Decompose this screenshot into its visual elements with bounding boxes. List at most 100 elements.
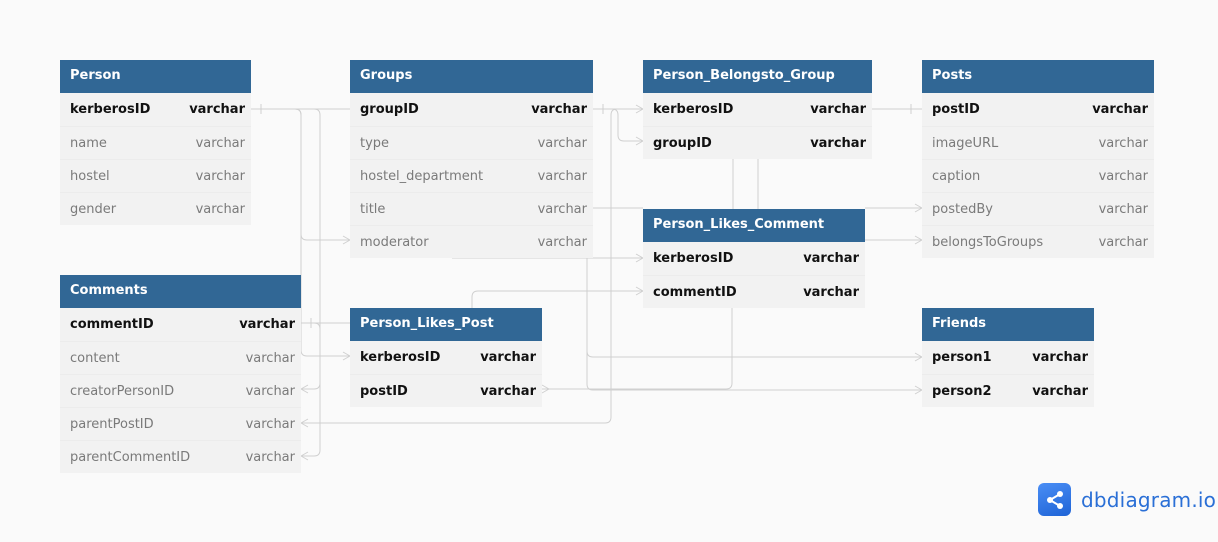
field-name: content xyxy=(70,350,120,366)
field-name: parentCommentID xyxy=(70,449,191,465)
table-field[interactable]: creatorPersonID varchar xyxy=(60,374,301,407)
table-field[interactable]: gender varchar xyxy=(60,192,251,225)
table-field[interactable]: type varchar xyxy=(350,126,593,159)
field-name: belongsToGroups xyxy=(932,234,1044,250)
field-type: varchar xyxy=(189,102,245,117)
field-name: postID xyxy=(360,383,408,399)
table-field[interactable]: kerberosID varchar xyxy=(350,341,542,374)
field-name: gender xyxy=(70,201,117,217)
field-type: varchar xyxy=(537,201,587,217)
table-field[interactable]: caption varchar xyxy=(922,159,1154,192)
table-person[interactable]: Person kerberosID varchar name varchar hos… xyxy=(60,60,251,225)
table-field[interactable]: person2 varchar xyxy=(922,374,1094,407)
field-type: varchar xyxy=(810,102,866,117)
table-person-likes-post[interactable]: Person_Likes_Post kerberosID varchar post… xyxy=(350,308,542,407)
table-field[interactable]: title varchar xyxy=(350,192,593,225)
field-name: kerberosID xyxy=(653,102,734,117)
field-name: person2 xyxy=(932,383,992,399)
table-person-belongsto-group[interactable]: Person_Belongsto_Group kerberosID varchar… xyxy=(643,60,872,159)
field-name: kerberosID xyxy=(70,102,151,117)
table-friends[interactable]: Friends person1 varchar person2 varchar xyxy=(922,308,1094,407)
table-field[interactable]: hostel_department varchar xyxy=(350,159,593,192)
table-field[interactable]: kerberosID varchar xyxy=(643,93,872,126)
table-field[interactable]: name varchar xyxy=(60,126,251,159)
table-field[interactable]: postID varchar xyxy=(350,374,542,407)
field-name: postedBy xyxy=(932,201,993,217)
field-type: varchar xyxy=(1098,201,1148,217)
field-name: person1 xyxy=(932,350,992,365)
table-header[interactable]: Person xyxy=(60,60,251,93)
table-person-likes-comment[interactable]: Person_Likes_Comment kerberosID varchar c… xyxy=(643,209,865,308)
table-field[interactable]: parentCommentID varchar xyxy=(60,440,301,473)
field-type: varchar xyxy=(803,284,859,300)
field-type: varchar xyxy=(537,168,587,184)
field-type: varchar xyxy=(480,383,536,399)
table-field[interactable]: postedBy varchar xyxy=(922,192,1154,225)
field-name: name xyxy=(70,135,107,151)
field-name: commentID xyxy=(70,317,154,332)
field-name: commentID xyxy=(653,284,737,300)
table-field[interactable]: hostel varchar xyxy=(60,159,251,192)
field-type: varchar xyxy=(810,135,866,151)
field-type: varchar xyxy=(245,416,295,432)
field-name: moderator xyxy=(360,234,429,250)
brand-name: dbdiagram.io xyxy=(1081,487,1217,512)
field-type: varchar xyxy=(1092,102,1148,117)
table-field[interactable]: person1 varchar xyxy=(922,341,1094,374)
field-type: varchar xyxy=(1032,383,1088,399)
table-header[interactable]: Posts xyxy=(922,60,1154,93)
table-header[interactable]: Comments xyxy=(60,275,301,308)
table-header[interactable]: Groups xyxy=(350,60,593,93)
table-field[interactable]: commentID varchar xyxy=(643,275,865,308)
table-field[interactable]: content varchar xyxy=(60,341,301,374)
field-type: varchar xyxy=(537,234,587,250)
table-field[interactable]: commentID varchar xyxy=(60,308,301,341)
field-type: varchar xyxy=(245,449,295,465)
field-type: varchar xyxy=(195,135,245,151)
table-field[interactable]: kerberosID varchar xyxy=(643,242,865,275)
table-field[interactable]: parentPostID varchar xyxy=(60,407,301,440)
table-comments[interactable]: Comments commentID varchar content varchar… xyxy=(60,275,301,473)
field-type: varchar xyxy=(480,350,536,365)
table-field[interactable]: groupID varchar xyxy=(643,126,872,159)
table-field[interactable]: postID varchar xyxy=(922,93,1154,126)
field-type: varchar xyxy=(239,317,295,332)
field-name: kerberosID xyxy=(360,350,441,365)
field-type: varchar xyxy=(1032,350,1088,365)
table-field[interactable]: moderator varchar xyxy=(350,225,593,258)
field-type: varchar xyxy=(1098,168,1148,184)
field-type: varchar xyxy=(537,135,587,151)
field-name: postID xyxy=(932,102,980,117)
table-header[interactable]: Person_Likes_Comment xyxy=(643,209,865,242)
field-name: caption xyxy=(932,168,981,184)
field-name: hostel xyxy=(70,168,110,184)
field-name: parentPostID xyxy=(70,416,154,432)
table-header[interactable]: Friends xyxy=(922,308,1094,341)
field-type: varchar xyxy=(531,102,587,117)
table-field[interactable]: kerberosID varchar xyxy=(60,93,251,126)
field-type: varchar xyxy=(1098,135,1148,151)
field-type: varchar xyxy=(803,251,859,266)
field-name: title xyxy=(360,201,386,217)
share-nodes-icon xyxy=(1038,483,1071,516)
table-field[interactable]: belongsToGroups varchar xyxy=(922,225,1154,258)
field-type: varchar xyxy=(195,168,245,184)
field-name: kerberosID xyxy=(653,251,734,266)
field-name: type xyxy=(360,135,390,151)
table-header[interactable]: Person_Belongsto_Group xyxy=(643,60,872,93)
field-name: imageURL xyxy=(932,135,999,151)
field-name: hostel_department xyxy=(360,168,484,184)
field-name: groupID xyxy=(653,135,712,151)
field-type: varchar xyxy=(245,350,295,366)
table-field[interactable]: imageURL varchar xyxy=(922,126,1154,159)
field-type: varchar xyxy=(245,383,295,399)
field-name: creatorPersonID xyxy=(70,383,175,399)
table-posts[interactable]: Posts postID varchar imageURL varchar capt… xyxy=(922,60,1154,258)
dbdiagram-logo[interactable]: dbdiagram.io xyxy=(1038,483,1216,516)
table-header[interactable]: Person_Likes_Post xyxy=(350,308,542,341)
field-type: varchar xyxy=(195,201,245,217)
field-type: varchar xyxy=(1098,234,1148,250)
